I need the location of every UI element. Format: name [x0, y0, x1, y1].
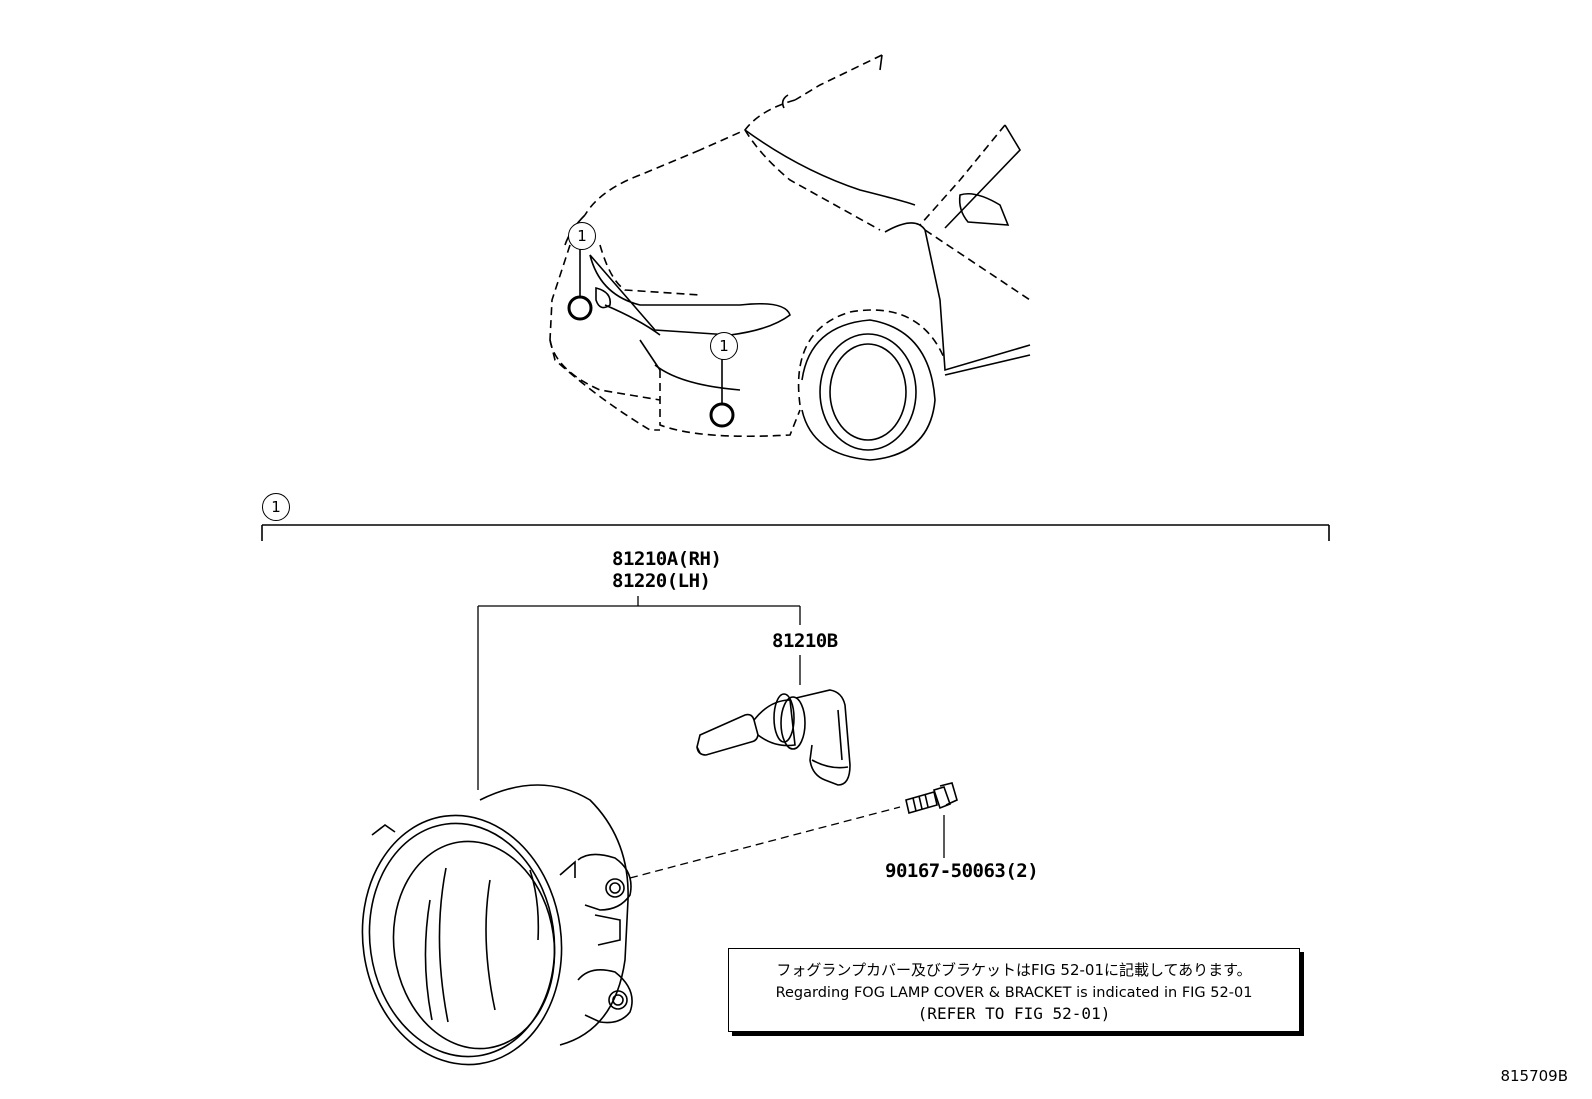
callout-marker-car-lower[interactable]: 1	[710, 332, 738, 360]
figure-id: 815709B	[1500, 1067, 1568, 1085]
fog-lamp-illustration	[361, 784, 633, 1066]
callout-marker-car-upper[interactable]: 1	[568, 222, 596, 250]
screw-illustration	[905, 782, 958, 815]
part-number-screw[interactable]: 90167-50063(2)	[885, 860, 1039, 882]
bulb-illustration	[696, 689, 851, 786]
part-number-bulb[interactable]: 81210B	[772, 630, 838, 652]
section-bracket	[261, 524, 1330, 541]
note-japanese: フォグランプカバー及びブラケットはFIG 52-01に記載してあります。	[776, 961, 1252, 979]
leader-lines	[477, 596, 945, 879]
reference-note: フォグランプカバー及びブラケットはFIG 52-01に記載してあります。 Reg…	[728, 948, 1300, 1032]
part-number-fog-lamp-lh[interactable]: 81220(LH)	[612, 570, 711, 592]
note-reference-link[interactable]: (REFER TO FIG 52-01)	[917, 1004, 1111, 1023]
car-front-illustration	[549, 54, 1031, 461]
callout-marker-section[interactable]: 1	[262, 493, 290, 521]
part-number-fog-lamp-rh[interactable]: 81210A(RH)	[612, 548, 722, 570]
note-english: Regarding FOG LAMP COVER & BRACKET is in…	[775, 985, 1253, 1001]
